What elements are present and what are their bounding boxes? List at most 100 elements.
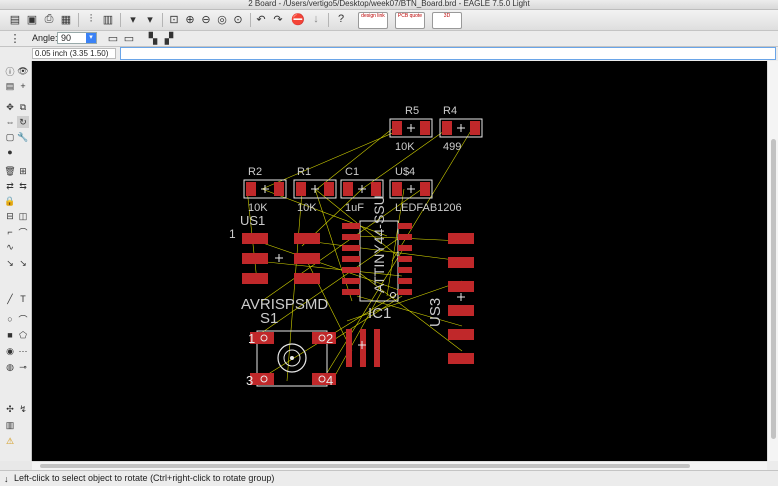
board-drawing[interactable]: R5 10K R4 499 R2 10K R1 10K [32, 61, 767, 461]
led-u4[interactable]: U$4 LEDFAB1206 [389, 166, 462, 214]
header-us1[interactable]: US1 1 AVRISPSMD [229, 213, 328, 313]
delete-icon[interactable]: 🗑 [4, 165, 16, 176]
meander-icon[interactable]: ∿ [6, 241, 14, 252]
command-input[interactable] [120, 47, 776, 60]
ripup-icon[interactable]: ↘ [19, 257, 27, 268]
us3-name: US3 [427, 298, 444, 327]
u4-value: LEDFAB1206 [395, 202, 462, 214]
ic1-attiny44[interactable]: ATTINY44-SSU IC1 [342, 195, 412, 367]
board-canvas[interactable]: R5 10K R4 499 R2 10K R1 10K [32, 61, 767, 461]
go-icon[interactable]: ↓ [313, 13, 319, 25]
ic1-value: ATTINY44-SSU [371, 195, 387, 293]
name-icon[interactable]: ⇄ [6, 180, 14, 191]
us1-pin1-label: 1 [229, 227, 236, 241]
resistor-r4[interactable]: R4 499 [439, 105, 483, 153]
add-icon[interactable]: ⊞ [19, 165, 27, 176]
mirror-tool-icon[interactable]: ⇔ [5, 117, 15, 127]
autorouter-icon[interactable]: ↯ [19, 403, 27, 414]
us1-pad-3 [242, 253, 268, 264]
change-icon[interactable]: 🔧 [17, 131, 29, 142]
circle-icon[interactable]: ○ [7, 314, 13, 324]
resistor-r5[interactable]: R5 10K [389, 105, 433, 153]
cam-icon[interactable]: ▦ [60, 13, 72, 26]
rotate-single-icon[interactable]: ▞ [164, 32, 174, 45]
ratsnest-icon[interactable]: ✣ [6, 403, 14, 414]
save-icon[interactable]: ▣ [26, 13, 38, 26]
spin-icon[interactable]: ▭ [123, 32, 135, 45]
show-icon[interactable]: 👁 [17, 65, 29, 76]
value-icon[interactable]: ⇆ [19, 180, 27, 191]
warning-icon[interactable]: ⚠ [5, 435, 15, 446]
resistor-r2[interactable]: R2 10K [243, 166, 287, 214]
chevron-down-icon[interactable]: ▾ [86, 33, 96, 43]
toolbar-divider [162, 13, 163, 27]
stop-icon[interactable]: ⛔ [291, 13, 305, 26]
r1-pad-1 [296, 182, 306, 196]
ic1-pads-right [398, 223, 412, 295]
paste-icon[interactable]: ● [7, 147, 13, 157]
angle-select[interactable]: 90 ▾ [57, 32, 97, 44]
print-icon[interactable]: ⎙ [44, 12, 54, 25]
attribute-icon[interactable]: ⊸ [19, 361, 27, 372]
layer-visibility-icon[interactable]: ▾ [147, 13, 153, 26]
rotate-group-icon[interactable]: ▚ [148, 32, 158, 45]
split-icon[interactable]: ◫ [18, 210, 28, 221]
arc-icon[interactable]: ⌒ [18, 314, 28, 325]
3d-badge[interactable]: 3D [432, 12, 462, 29]
text-icon[interactable]: T [20, 294, 26, 304]
horizontal-scrollbar[interactable] [32, 461, 767, 470]
zoom-select-icon[interactable]: ⊙ [233, 13, 243, 26]
horizontal-scroll-thumb[interactable] [40, 464, 690, 468]
resistor-r1[interactable]: R1 10K [293, 166, 337, 214]
group-icon[interactable]: ▢ [5, 131, 15, 142]
rotate-icon[interactable]: ↻ [17, 116, 29, 128]
undo-icon[interactable]: ↶ [256, 13, 266, 26]
zoom-out-icon[interactable]: ⊖ [201, 13, 211, 26]
copy-icon[interactable]: ⧉ [19, 101, 27, 112]
optimize-icon[interactable]: ⌒ [18, 227, 28, 238]
polygon-icon[interactable]: ⬠ [19, 329, 27, 340]
smash-icon[interactable]: ⊟ [6, 210, 14, 221]
wire-icon[interactable]: ╱ [7, 293, 13, 304]
open-icon[interactable]: ▤ [9, 13, 21, 26]
signal-icon[interactable]: ⋯ [18, 345, 28, 356]
via-icon[interactable]: ◉ [6, 345, 14, 356]
rect-icon[interactable]: ■ [7, 330, 13, 340]
mirror-icon[interactable]: ▭ [107, 32, 119, 45]
route-icon[interactable]: ↘ [6, 257, 14, 268]
mark-icon[interactable]: + [20, 81, 26, 91]
r1-name: R1 [297, 166, 311, 178]
layer-icon[interactable]: ▾ [130, 13, 136, 26]
vertical-scroll-thumb[interactable] [771, 139, 776, 439]
vertical-scrollbar[interactable] [767, 61, 778, 461]
help-icon[interactable]: ? [337, 13, 345, 25]
miter-icon[interactable]: ⌐ [7, 227, 13, 237]
erc-icon[interactable]: ▥ [5, 419, 15, 430]
info-icon[interactable]: ⓘ [5, 66, 15, 77]
u4-pad-1 [392, 182, 402, 196]
lock-icon[interactable]: 🔒 [4, 195, 16, 206]
r1-pad-2 [324, 182, 334, 196]
s1-pin3-label: 3 [246, 373, 253, 388]
zoom-redraw-icon[interactable]: ◎ [217, 13, 227, 26]
capacitor-c1[interactable]: C1 1uF [340, 166, 384, 214]
us1-origin [275, 254, 283, 262]
u4-outline [389, 179, 433, 199]
drc-icon[interactable]: ▥ [102, 13, 114, 26]
hole-icon[interactable]: ◍ [6, 361, 14, 372]
script-icon[interactable]: ⫶ [89, 12, 93, 25]
zoom-fit-icon[interactable]: ⊡ [169, 13, 179, 26]
r2-pad-2 [274, 182, 284, 196]
design-link-badge[interactable]: design link [358, 12, 388, 29]
move-icon[interactable]: ✥ [6, 101, 14, 112]
toolbar-divider [328, 13, 329, 27]
r2-pad-1 [246, 182, 256, 196]
pcb-quote-badge[interactable]: PCB quote [395, 12, 425, 29]
command-bar: 0.05 inch (3.35 1.50) [0, 47, 778, 61]
grid-icon[interactable]: ⋮ [9, 32, 21, 45]
zoom-in-icon[interactable]: ⊕ [185, 13, 195, 26]
redo-icon[interactable]: ↷ [273, 13, 283, 26]
header-us3[interactable]: US3 [427, 233, 474, 364]
display-icon[interactable]: ▤ [5, 80, 15, 91]
switch-s1[interactable]: S1 1 2 3 4 [246, 310, 336, 388]
